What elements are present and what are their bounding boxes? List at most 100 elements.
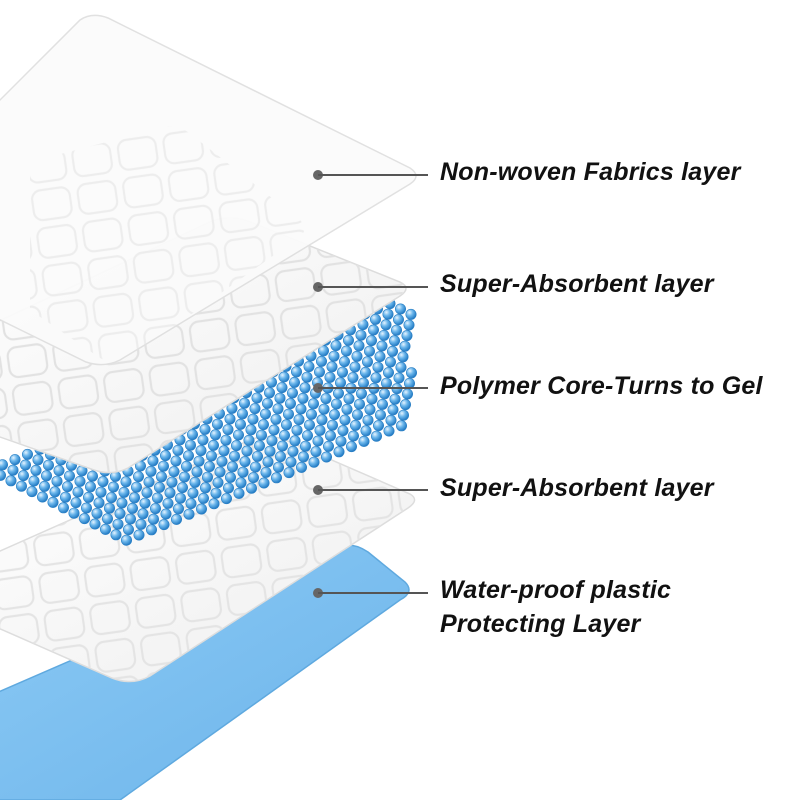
polymer-bead bbox=[40, 470, 52, 482]
polymer-bead bbox=[93, 497, 105, 509]
polymer-bead bbox=[170, 455, 182, 467]
polymer-bead bbox=[399, 399, 411, 411]
polymer-bead bbox=[334, 377, 346, 389]
polymer-bead bbox=[370, 372, 382, 384]
polymer-bead bbox=[245, 424, 257, 436]
polymer-bead bbox=[202, 471, 214, 483]
polymer-bead bbox=[363, 345, 375, 357]
polymer-bead bbox=[42, 459, 54, 471]
polymer-bead bbox=[0, 469, 6, 481]
polymer-bead bbox=[123, 524, 135, 536]
polymer-bead bbox=[387, 404, 399, 416]
polymer-bead bbox=[15, 480, 27, 492]
polymer-bead bbox=[175, 492, 187, 504]
polymer-bead bbox=[376, 340, 388, 352]
polymer-bead bbox=[97, 476, 109, 488]
polymer-bead bbox=[345, 441, 357, 453]
polymer-bead bbox=[362, 414, 374, 426]
polymer-bead bbox=[108, 481, 120, 493]
polymer-bead bbox=[210, 487, 222, 499]
polymer-bead bbox=[147, 455, 159, 467]
polymer-bead bbox=[288, 376, 300, 388]
polymer-bead bbox=[172, 444, 184, 456]
polymer-bead bbox=[361, 356, 373, 368]
polymer-bead bbox=[61, 481, 73, 493]
polymer-bead bbox=[208, 498, 220, 510]
polymer-bead bbox=[36, 491, 48, 503]
polymer-bead bbox=[214, 466, 226, 478]
polymer-bead bbox=[187, 429, 199, 441]
polymer-bead bbox=[374, 351, 386, 363]
polymer-bead bbox=[247, 413, 259, 425]
leader-line-3 bbox=[313, 383, 428, 393]
polymer-bead bbox=[231, 440, 243, 452]
polymer-bead bbox=[399, 340, 411, 352]
polymer-bead bbox=[17, 470, 29, 482]
polymer-bead bbox=[102, 513, 114, 525]
polymer-bead bbox=[196, 503, 208, 515]
polymer-bead bbox=[382, 308, 394, 320]
polymer-bead bbox=[315, 355, 327, 367]
polymer-bead bbox=[162, 497, 174, 509]
polymer-bead bbox=[320, 393, 332, 405]
polymer-bead bbox=[104, 502, 116, 514]
polymer-bead bbox=[171, 513, 183, 525]
polymer-bead bbox=[370, 430, 382, 442]
polymer-bead bbox=[127, 502, 139, 514]
polymer-bead bbox=[87, 470, 99, 482]
polymer-bead bbox=[237, 408, 249, 420]
polymer-bead bbox=[226, 402, 238, 414]
layer-label-line: Non-woven Fabrics layer bbox=[440, 158, 741, 186]
polymer-bead bbox=[257, 419, 269, 431]
layer-label-line: Super-Absorbent layer bbox=[440, 270, 714, 298]
polymer-bead bbox=[278, 371, 290, 383]
polymer-bead bbox=[343, 393, 355, 405]
polymer-bead bbox=[57, 502, 69, 514]
polymer-bead bbox=[303, 361, 315, 373]
polymer-bead bbox=[49, 486, 61, 498]
polymer-bead bbox=[312, 435, 324, 447]
polymer-bead bbox=[249, 403, 261, 415]
polymer-bead bbox=[357, 377, 369, 389]
layer-label-line: Water-proof plastic bbox=[440, 576, 672, 604]
polymer-bead bbox=[5, 475, 17, 487]
polymer-bead bbox=[141, 487, 153, 499]
polymer-bead bbox=[355, 329, 367, 341]
polymer-bead bbox=[218, 445, 230, 457]
polymer-bead bbox=[310, 446, 322, 458]
polymer-bead bbox=[208, 439, 220, 451]
polymer-bead bbox=[353, 340, 365, 352]
polymer-bead bbox=[272, 403, 284, 415]
polymer-bead bbox=[28, 475, 40, 487]
polymer-bead bbox=[233, 487, 245, 499]
polymer-bead bbox=[259, 408, 271, 420]
polymer-bead bbox=[380, 319, 392, 331]
polymer-bead bbox=[372, 361, 384, 373]
polymer-bead bbox=[177, 482, 189, 494]
polymer-bead bbox=[227, 461, 239, 473]
polymer-bead bbox=[347, 372, 359, 384]
polymer-bead bbox=[114, 508, 126, 520]
polymer-bead bbox=[351, 350, 363, 362]
polymer-bead bbox=[81, 502, 93, 514]
polymer-bead bbox=[374, 409, 386, 421]
polymer-bead bbox=[285, 456, 297, 468]
polymer-bead bbox=[397, 409, 409, 421]
polymer-bead bbox=[152, 492, 164, 504]
leader-line-2 bbox=[313, 282, 428, 292]
polymer-bead bbox=[233, 429, 245, 441]
polymer-bead bbox=[392, 314, 404, 326]
polymer-bead bbox=[401, 330, 413, 342]
polymer-bead bbox=[290, 366, 302, 378]
polymer-bead bbox=[307, 398, 319, 410]
polymer-bead bbox=[121, 534, 133, 546]
polymer-bead bbox=[401, 388, 413, 400]
polymer-bead bbox=[395, 420, 407, 432]
polymer-bead bbox=[7, 464, 19, 476]
polymer-bead bbox=[254, 440, 266, 452]
polymer-bead bbox=[394, 303, 406, 315]
polymer-bead bbox=[51, 475, 63, 487]
polymer-bead bbox=[291, 424, 303, 436]
polymer-bead bbox=[308, 456, 320, 468]
polymer-bead bbox=[139, 497, 151, 509]
